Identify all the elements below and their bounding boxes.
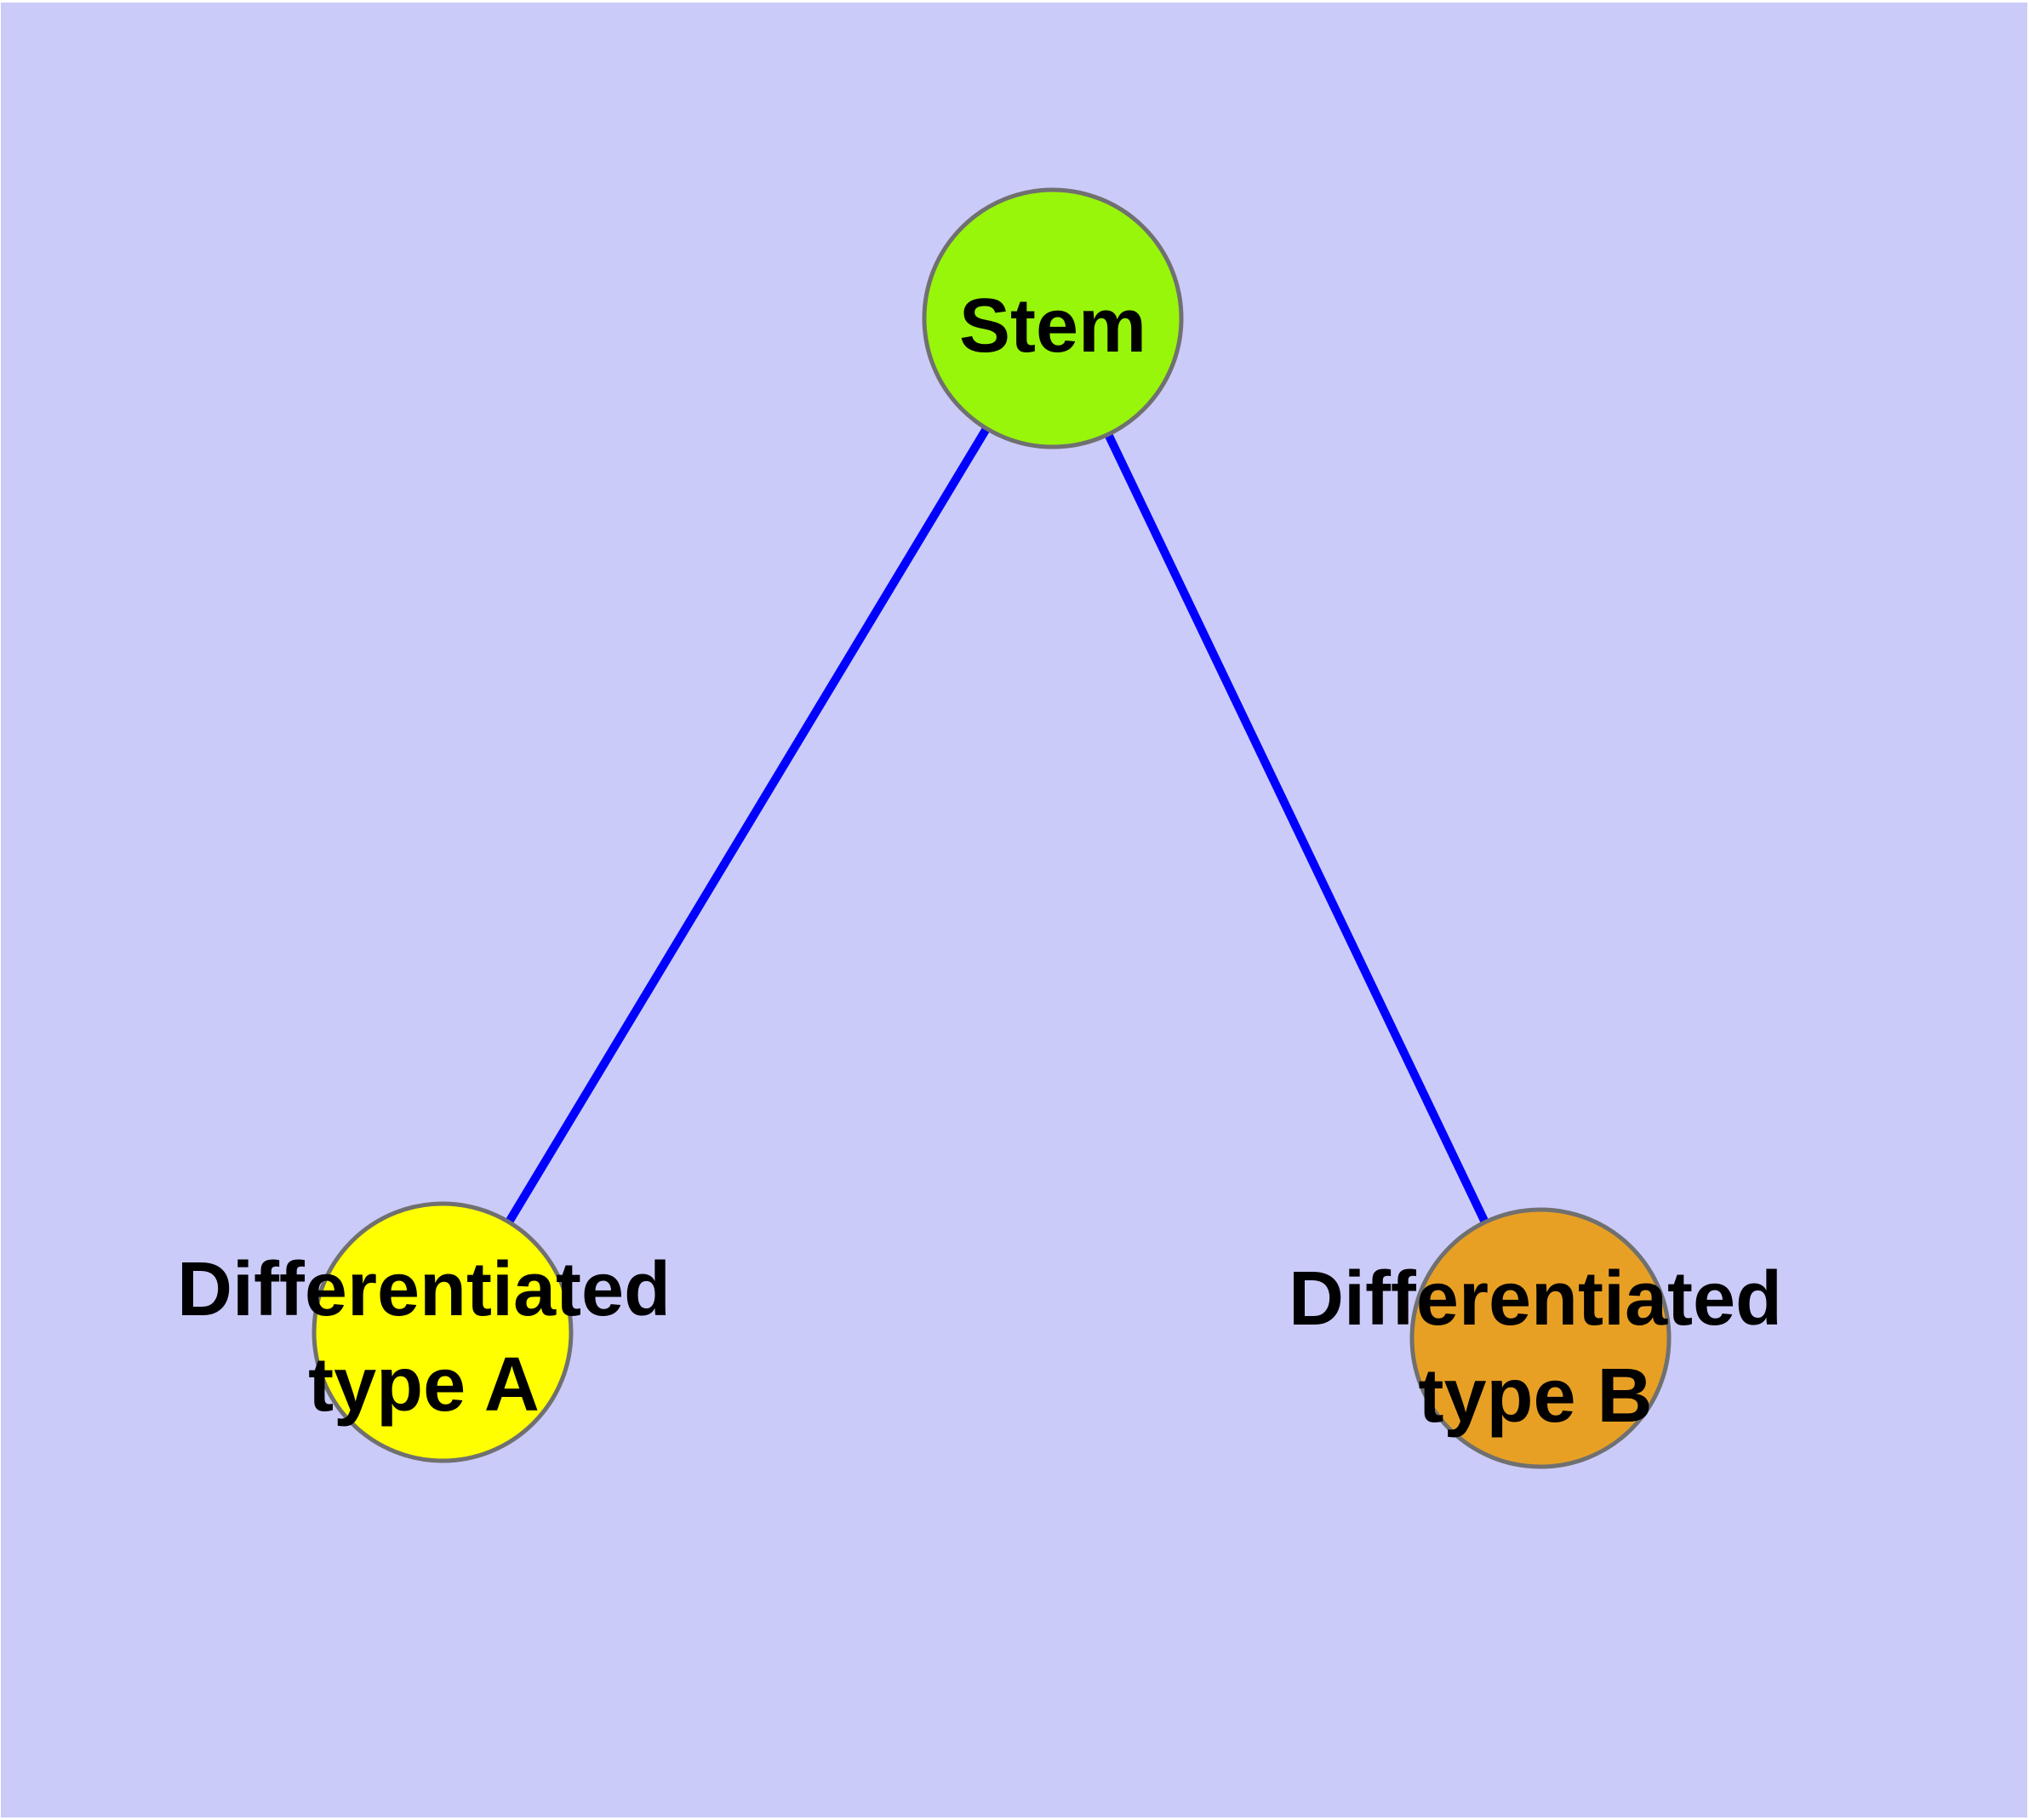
edge-stem-to-type-a [438,316,1057,1335]
node-differentiated-type-b-label-line-1: Differentiated [1289,1256,1782,1342]
node-stem [922,187,1184,449]
node-differentiated-type-b [1409,1207,1672,1469]
node-differentiated-type-a-label-line-1: Differentiated [177,1247,671,1332]
node-differentiated-type-b-label-line-2: type B [1418,1354,1652,1439]
node-differentiated-type-a-label-line-2: type A [308,1342,540,1428]
node-stem-label: Stem [959,283,1146,369]
edge-stem-to-type-b [1049,316,1545,1341]
node-differentiated-type-a [311,1201,574,1463]
